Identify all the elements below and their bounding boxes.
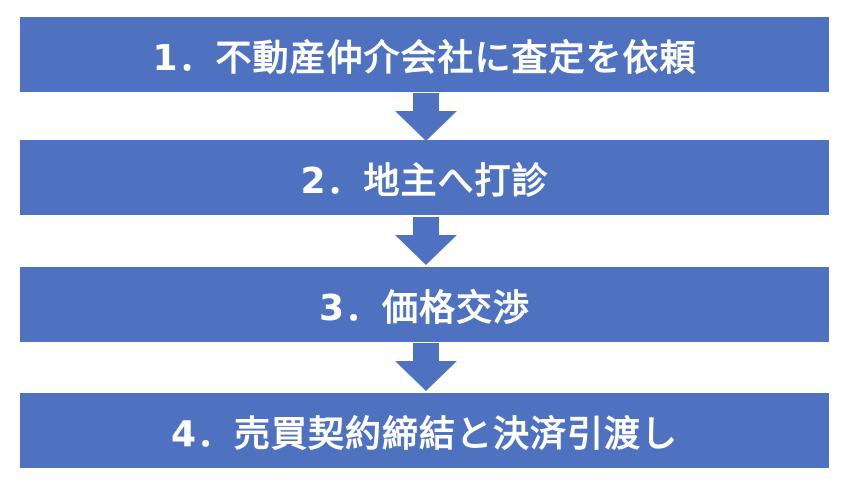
down-arrow-icon <box>395 93 457 141</box>
step-box-4: 4．売買契約締結と決済引渡し <box>20 393 829 468</box>
step-label-3: 3．価格交渉 <box>318 287 531 329</box>
down-arrow-icon <box>395 217 457 265</box>
step-box-3: 3．価格交渉 <box>20 267 829 342</box>
down-arrow-icon <box>395 343 457 391</box>
step-box-1: 1．不動産仲介会社に査定を依頼 <box>20 17 829 92</box>
step-label-1: 1．不動産仲介会社に査定を依頼 <box>152 37 697 79</box>
step-label-2: 2．地主へ打診 <box>300 160 549 202</box>
step-box-2: 2．地主へ打診 <box>20 140 829 215</box>
step-label-4: 4．売買契約締結と決済引渡し <box>170 413 679 455</box>
